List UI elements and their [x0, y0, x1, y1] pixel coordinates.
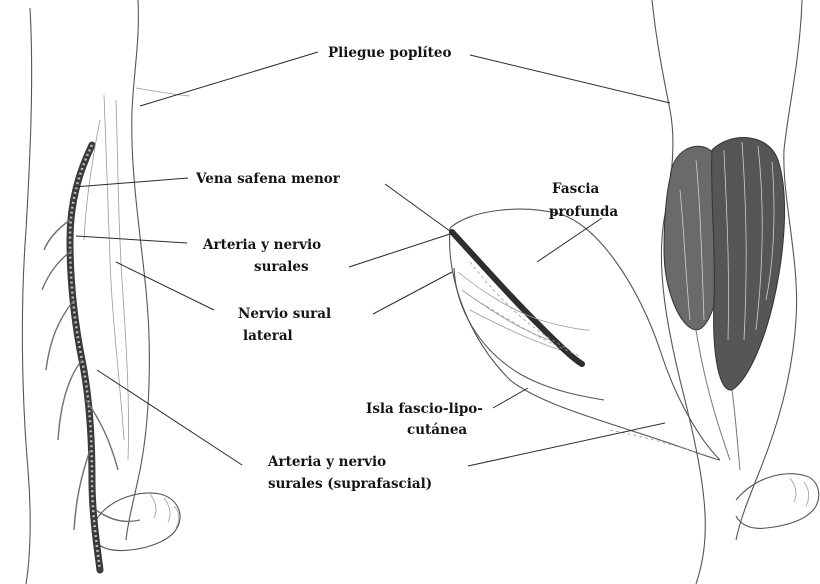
label-lateral-sural-line1: Nervio sural [238, 306, 331, 322]
leader-lateral-sural-left [116, 262, 214, 310]
label-suprafascial-line1: Arteria y nervio [267, 454, 386, 470]
leader-deep-fascia [537, 218, 602, 262]
label-lateral-sural-line2: lateral [243, 328, 293, 344]
leader-island [493, 388, 528, 408]
leader-popliteal-right [470, 55, 670, 103]
left-leg-drawing [22, 0, 190, 584]
leader-sural-left [76, 236, 187, 243]
label-island-line1: Isla fascio-lipo- [366, 401, 483, 417]
leader-lesser-saphenous-right [385, 184, 454, 234]
leader-sural-right [349, 233, 453, 267]
leader-suprafascial-left [97, 370, 242, 465]
label-lesser-saphenous: Vena safena menor [195, 171, 341, 187]
leader-lateral-sural-right [373, 272, 452, 314]
label-deep-fascia-line2: profunda [549, 204, 618, 220]
label-suprafascial-line2: surales (suprafascial) [268, 476, 432, 492]
labels: Pliegue poplíteo Vena safena menor Arter… [195, 45, 618, 492]
label-island-line2: cutánea [407, 422, 467, 438]
label-sural-line1: Arteria y nervio [202, 237, 321, 253]
leader-popliteal-left [140, 52, 318, 106]
label-sural-line2: surales [254, 259, 309, 275]
leader-suprafascial-right [468, 423, 665, 466]
label-popliteal-fold: Pliegue poplíteo [328, 45, 452, 61]
right-leg-drawing [652, 0, 819, 584]
leader-lesser-saphenous-left [74, 178, 188, 187]
label-deep-fascia-line1: Fascia [552, 181, 600, 197]
